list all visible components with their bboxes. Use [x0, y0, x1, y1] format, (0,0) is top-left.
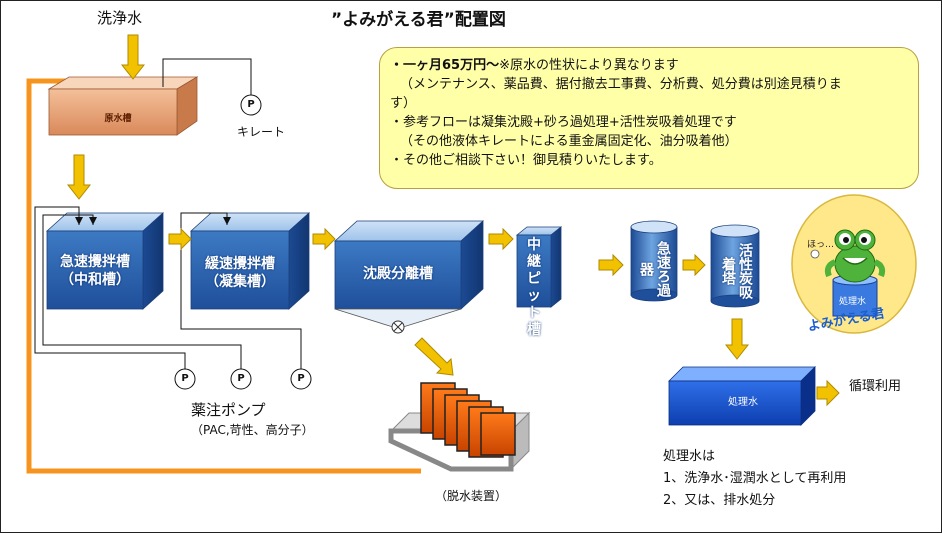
- flow-arrows: [66, 34, 840, 407]
- intermediate-pit-label: 中継ピット槽: [527, 237, 541, 338]
- settling-tank-label: 沈殿分離槽: [363, 266, 433, 282]
- slow-mix-label: 緩速攪拌槽 （凝集槽）: [191, 255, 289, 291]
- note-line-6: ・その他ご相談下さい！御見積りいたします。: [390, 153, 662, 168]
- slow-mix-tank: [189, 212, 311, 310]
- chemical-piping: [34, 58, 302, 369]
- treated-water-label: 処理水: [728, 397, 758, 408]
- intermediate-pit: [515, 226, 563, 308]
- slow-mix-label-1: 緩速攪拌槽: [205, 256, 275, 272]
- raw-water-tank: [47, 76, 199, 136]
- treated-note-item-1: 1、洗浄水･湿潤水として再利用: [663, 471, 847, 486]
- pump-3-label: P: [297, 373, 305, 384]
- mascot-bubble: ほっ…: [807, 240, 835, 250]
- piping-arrowheads: [75, 217, 231, 225]
- rapid-mix-label-1: 急速攪拌槽: [60, 254, 130, 270]
- wash-water-label: 洗浄水: [97, 9, 143, 27]
- mascot-water-label: 処理水: [839, 297, 867, 307]
- page-title: ”よみがえる君”配置図: [331, 10, 506, 30]
- frog-mascot-icon: [791, 194, 917, 334]
- treated-water-tank: [668, 366, 816, 426]
- sand-filter-label: 急速ろ過器: [638, 241, 671, 297]
- recycle-line: [26, 78, 421, 474]
- carbon-tower-cylinder: [710, 224, 760, 308]
- dewatering-label: （脱水装置）: [435, 489, 508, 503]
- note-price: ・一ヶ月65万円〜: [390, 58, 500, 73]
- note-line-2: （メンテナンス、薬品費、据付撤去工事費、分析費、処分費は別途見積りま: [400, 77, 842, 92]
- treated-note-title: 処理水は: [663, 449, 716, 464]
- note-price-caveat: ※原水の性状により異なります: [499, 58, 679, 73]
- chelate-label: キレート: [237, 125, 286, 139]
- note-line-1: ・一ヶ月65万円〜※原水の性状により異なります: [390, 56, 908, 75]
- sand-filter-cylinder: [630, 220, 678, 302]
- carbon-tower-label: 活性炭吸着塔: [720, 243, 753, 299]
- filter-press: [388, 382, 531, 472]
- note-line-3: す）: [390, 96, 417, 111]
- rapid-mix-label: 急速攪拌槽 （中和槽）: [47, 253, 143, 289]
- note-line-4: ・参考フローは凝集沈殿+砂ろ過処理+活性炭吸着処理です: [390, 115, 737, 130]
- treated-note-item-2: 2、又は、排水処分: [663, 493, 776, 508]
- note-line-5: （その他液体キレートによる重金属固定化、油分吸着他）: [400, 134, 738, 149]
- chemical-pump-label: 薬注ポンプ: [191, 401, 266, 419]
- rapid-mix-label-2: （中和槽）: [60, 272, 130, 288]
- notes-box: ・一ヶ月65万円〜※原水の性状により異なります （メンテナンス、薬品費、据付撤去…: [379, 47, 919, 189]
- settling-tank: [333, 220, 485, 334]
- chelate-pump-label: P: [247, 99, 255, 110]
- recycle-label: 循環利用: [849, 379, 902, 394]
- slow-mix-label-2: （凝集槽）: [205, 274, 275, 290]
- chemical-list: （PAC,苛性、高分子）: [191, 423, 314, 437]
- pump-1-label: P: [181, 373, 189, 384]
- pump-2-label: P: [237, 373, 245, 384]
- pump-symbols: [174, 94, 312, 390]
- raw-water-tank-label: 原水槽: [104, 114, 132, 124]
